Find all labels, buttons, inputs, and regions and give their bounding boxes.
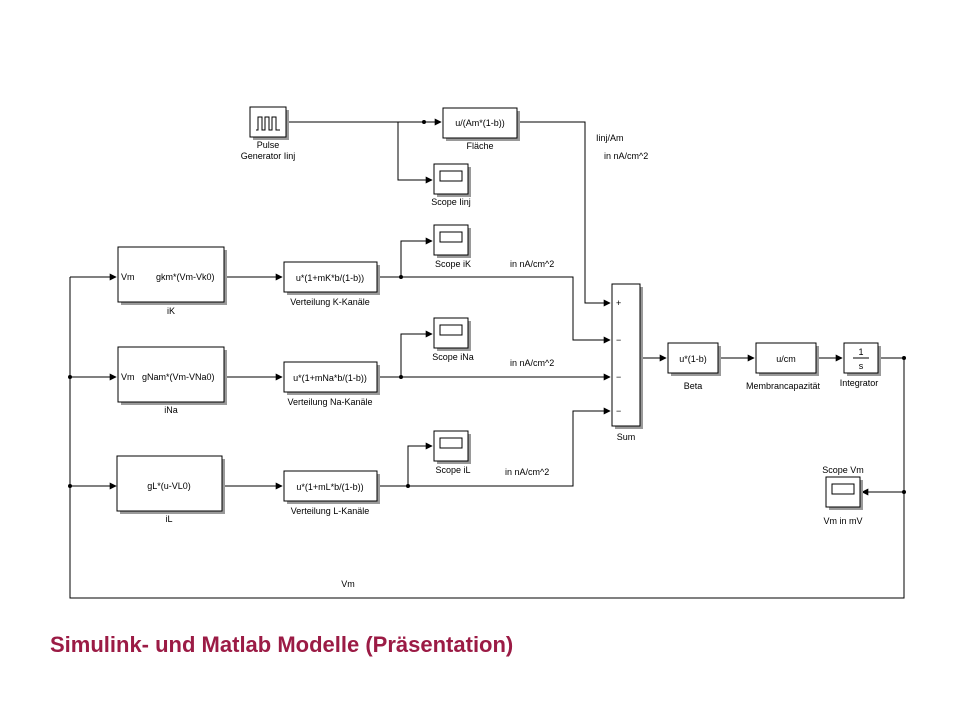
flaeche-block[interactable]: u/(Am*(1-b)) Fläche [442, 107, 520, 151]
il-expr: gL*(u-VL0) [147, 481, 191, 491]
wire-vna-scope-ina [400, 330, 433, 377]
junction-dot [399, 375, 403, 379]
vna-expr: u*(1+mNa*b/(1-b)) [293, 373, 367, 383]
flaeche-name: Fläche [466, 141, 493, 151]
flaeche-expr: u/(Am*(1-b)) [455, 118, 505, 128]
junction-dot [422, 120, 426, 124]
verteilung-k-block[interactable]: u*(1+mK*b/(1-b)) Verteilung K-Kanäle [283, 261, 380, 307]
vk-expr: u*(1+mK*b/(1-b)) [296, 273, 364, 283]
scope-vm-name: Scope Vm [822, 465, 864, 475]
scope-il-block[interactable]: Scope iL [433, 430, 471, 475]
scope-ina-name: Scope iNa [432, 352, 474, 362]
wire-flaeche-sum [517, 121, 611, 307]
signal-label-ina-unit: in nA/cm^2 [510, 358, 554, 368]
signal-label-vm: Vm [341, 579, 355, 589]
scope-vm-sub: Vm in mV [823, 516, 862, 526]
signal-label-il-unit: in nA/cm^2 [505, 467, 549, 477]
signal-label-ik-unit: in nA/cm^2 [510, 259, 554, 269]
membr-expr: u/cm [776, 354, 796, 364]
vk-name: Verteilung K-Kanäle [290, 297, 370, 307]
ik-input-port: Vm [121, 272, 135, 282]
sum-name: Sum [617, 432, 636, 442]
int-num: 1 [858, 347, 863, 357]
membr-name: Membrancapazität [746, 381, 821, 391]
int-den: s [859, 361, 864, 371]
sum-sign-3: − [616, 372, 621, 382]
ina-name: iNa [164, 405, 178, 415]
scope-screen-icon [439, 170, 463, 182]
int-name: Integrator [840, 378, 879, 388]
verteilung-l-block[interactable]: u*(1+mL*b/(1-b)) Verteilung L-Kanäle [283, 470, 380, 516]
scope-ik-block[interactable]: Scope iK [433, 224, 471, 269]
pulse-label-1: Pulse [257, 140, 280, 150]
integrator-block[interactable]: 1 s Integrator [840, 342, 881, 388]
ina-input-port: Vm [121, 372, 135, 382]
signal-label-iinj-am: Iinj/Am [596, 133, 624, 143]
wire-pulse-scope-iinj [397, 122, 433, 184]
junction-dot [902, 490, 906, 494]
junction-dot [68, 484, 72, 488]
scope-vm-block[interactable]: Scope Vm Vm in mV [822, 465, 864, 526]
scope-iinj-name: Scope Iinj [431, 197, 471, 207]
wire-vl-sum [377, 407, 611, 487]
junction-dot [406, 484, 410, 488]
membrancapazitaet-block[interactable]: u/cm Membrancapazität [746, 342, 821, 391]
sum-sign-1: + [616, 298, 621, 308]
beta-expr: u*(1-b) [679, 354, 707, 364]
vl-expr: u*(1+mL*b/(1-b)) [296, 482, 363, 492]
ik-name: iK [167, 306, 175, 316]
ik-expr: gkm*(Vm-Vk0) [156, 272, 215, 282]
wire-vl-scope-il [407, 442, 433, 486]
slide-caption: Simulink- und Matlab Modelle (Präsentati… [50, 632, 514, 657]
wire-vk-sum [377, 276, 611, 344]
scope-ik-name: Scope iK [435, 259, 471, 269]
scope-ina-block[interactable]: Scope iNa [432, 317, 474, 362]
sum-sign-4: − [616, 406, 621, 416]
junction-dot [68, 375, 72, 379]
ina-expr: gNam*(Vm-VNa0) [142, 372, 215, 382]
pulse-generator-block[interactable]: Pulse Generator Iinj [241, 106, 296, 161]
junction-dot [399, 275, 403, 279]
wire-vk-scope-ik [400, 237, 433, 277]
beta-block[interactable]: u*(1-b) Beta [667, 342, 721, 391]
beta-name: Beta [684, 381, 703, 391]
scope-iinj-block[interactable]: Scope Iinj [431, 163, 471, 207]
il-subsystem-block[interactable]: gL*(u-VL0) iL [116, 455, 225, 524]
vl-name: Verteilung L-Kanäle [291, 506, 370, 516]
il-name: iL [165, 514, 172, 524]
pulse-wave-icon [256, 116, 280, 131]
sum-block[interactable]: + − − − Sum [611, 283, 643, 442]
ik-subsystem-block[interactable]: Vm gkm*(Vm-Vk0) iK [117, 246, 227, 316]
signal-label-iinj-unit: in nA/cm^2 [604, 151, 648, 161]
scope-screen-icon [439, 324, 463, 336]
scope-screen-icon [439, 231, 463, 243]
junction-dot [902, 356, 906, 360]
scope-screen-icon [831, 483, 855, 495]
vna-name: Verteilung Na-Kanäle [287, 397, 372, 407]
scope-screen-icon [439, 437, 463, 449]
scope-il-name: Scope iL [435, 465, 470, 475]
verteilung-na-block[interactable]: u*(1+mNa*b/(1-b)) Verteilung Na-Kanäle [283, 361, 380, 407]
ina-subsystem-block[interactable]: Vm gNam*(Vm-VNa0) iNa [117, 346, 227, 415]
signal-wires [68, 118, 906, 599]
sum-sign-2: − [616, 335, 621, 345]
wire-int-out [69, 277, 905, 599]
pulse-label-2: Generator Iinj [241, 151, 296, 161]
